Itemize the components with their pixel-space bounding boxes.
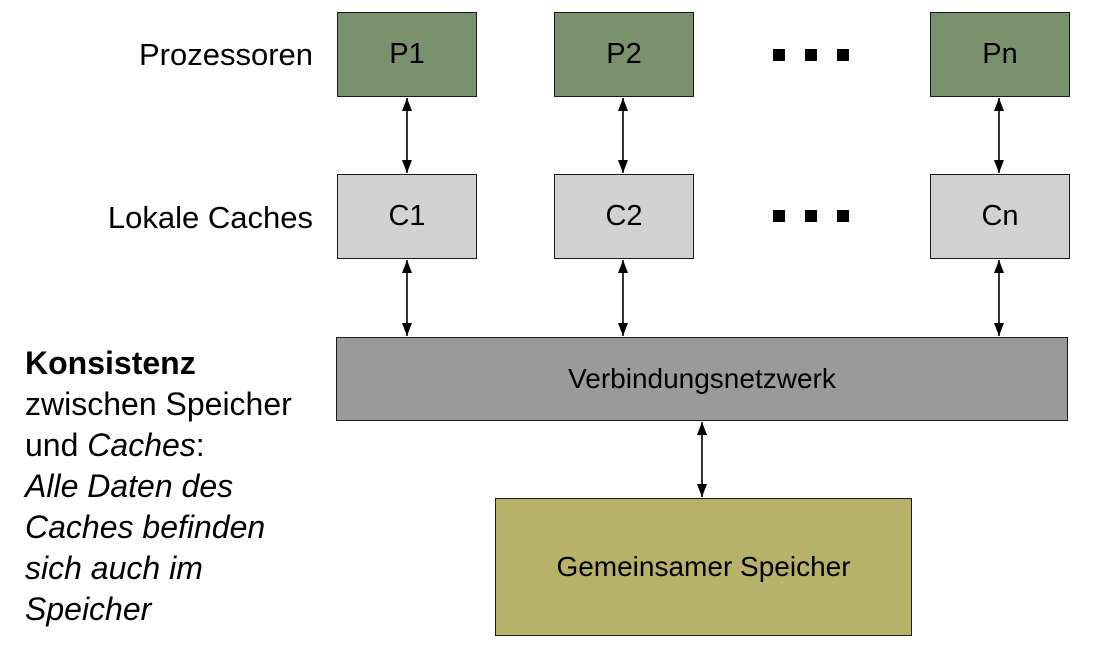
- shared-memory-box: Gemeinsamer Speicher: [495, 498, 912, 636]
- note-und: und: [25, 427, 88, 463]
- square-dot-icon: [773, 210, 785, 222]
- cache-box-c1: C1: [337, 174, 477, 259]
- note-line-alle-daten: Alle Daten des: [25, 468, 234, 504]
- note-caches-italic: Caches: [87, 427, 196, 463]
- square-dot-icon: [837, 49, 849, 61]
- processor-label: Pn: [982, 38, 1018, 70]
- cache-label: C1: [388, 200, 426, 232]
- cache-label: Cn: [981, 200, 1019, 232]
- note-line-caches-befinden: Caches befinden: [25, 509, 266, 545]
- shared-memory-label: Gemeinsamer Speicher: [556, 551, 851, 582]
- processor-label: P1: [389, 38, 425, 70]
- consistency-note: Konsistenz zwischen Speicher und Caches:…: [25, 343, 292, 630]
- ellipsis-processors-icon: [773, 49, 849, 61]
- note-colon: :: [195, 427, 205, 463]
- square-dot-icon: [805, 210, 817, 222]
- note-line-sich-auch: sich auch im: [25, 550, 203, 586]
- note-line-speicher: Speicher: [25, 591, 152, 627]
- ellipsis-caches-icon: [773, 210, 849, 222]
- cache-box-c2: C2: [554, 174, 694, 259]
- square-dot-icon: [837, 210, 849, 222]
- processor-box-p2: P2: [554, 12, 694, 97]
- note-line-zwischen-speicher: zwischen Speicher: [25, 386, 292, 422]
- note-line-konsistenz: Konsistenz: [25, 345, 196, 381]
- cache-box-cn: Cn: [930, 174, 1070, 259]
- square-dot-icon: [805, 49, 817, 61]
- processor-box-p1: P1: [337, 12, 477, 97]
- processors-row-label: Prozessoren: [138, 37, 313, 72]
- cache-label: C2: [605, 200, 643, 232]
- processor-box-pn: Pn: [930, 12, 1070, 97]
- caches-row-label: Lokale Caches: [107, 200, 313, 235]
- network-bar: Verbindungsnetzwerk: [336, 337, 1068, 421]
- processor-label: P2: [606, 38, 642, 70]
- network-label: Verbindungsnetzwerk: [568, 363, 836, 394]
- square-dot-icon: [773, 49, 785, 61]
- note-line-und-caches: und Caches:: [25, 425, 292, 466]
